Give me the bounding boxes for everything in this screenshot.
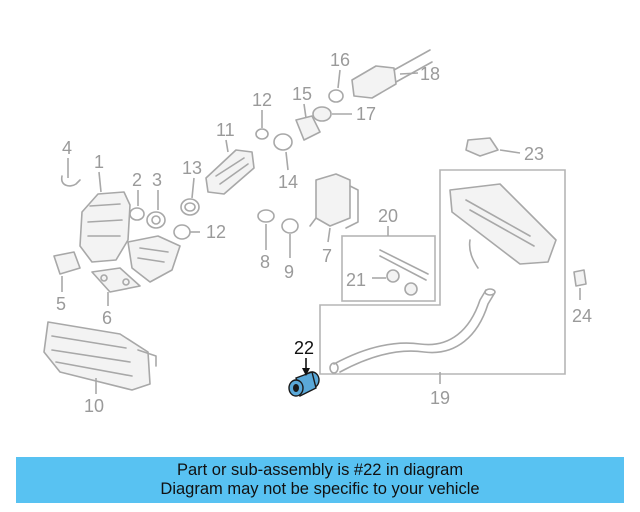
callout-5: 5 [56,294,66,314]
callout-11: 11 [216,120,235,140]
part-21-nut-b [404,282,418,296]
callout-9: 9 [284,262,294,282]
callout-13: 13 [182,158,202,178]
part-11-resonator [205,149,255,195]
group-box-19 [319,169,566,375]
callout-8: 8 [260,252,270,272]
callout-16: 16 [330,50,350,70]
part-1-converter [79,191,181,283]
callout-15: 15 [292,84,312,104]
callout-18: 18 [420,64,440,84]
part-12-ring-top [255,128,269,140]
exhaust-parts-diagram: 1 2 3 4 5 6 7 8 9 10 11 12 12 13 14 15 1… [43,49,592,416]
leader-lines [61,69,581,394]
banner-line-2: Diagram may not be specific to your vehi… [160,480,480,498]
part-6-gasket-plate [91,267,141,293]
callout-24: 24 [572,306,592,326]
callout-12-bottom: 12 [206,222,226,242]
callout-14: 14 [278,172,298,192]
callout-10: 10 [84,396,104,416]
part-8-ring [257,209,275,223]
part-13-ring [180,198,200,216]
part-24-mount [573,269,587,287]
callout-6: 6 [102,308,112,328]
part-5-bracket [53,251,81,275]
callout-2: 2 [132,170,142,190]
part-muffler [449,183,557,269]
callout-23: 23 [524,144,544,164]
banner-line-1: Part or sub-assembly is #22 in diagram [176,461,464,479]
part-info-banner: Part or sub-assembly is #22 in diagram D… [16,457,624,503]
callout-21: 21 [346,270,366,290]
part-17-ring [312,106,332,122]
callout-1: 1 [94,152,104,172]
part-16-gasket [328,89,344,103]
part-2-gasket [129,207,145,221]
callout-17: 17 [356,104,376,124]
part-12-ring-bottom [173,224,191,240]
part-19-tail-pipe [333,289,487,365]
callout-19: 19 [430,388,450,408]
callout-7: 7 [322,246,332,266]
part-7-housing [309,173,359,229]
part-3-ring [146,211,166,229]
part-4-clamp [60,175,81,187]
callout-4: 4 [62,138,72,158]
part-14-clamp [273,133,293,151]
group-box-20 [341,235,436,302]
part-20-bracket [379,249,429,281]
part-10-cooler [43,321,157,391]
part-21-nut-a [386,269,400,283]
callout-12-top: 12 [252,90,272,110]
part-23-hanger [465,137,499,157]
callout-3: 3 [152,170,162,190]
callout-22[interactable]: 22 [294,338,314,358]
part-22-connector[interactable] [288,371,320,398]
part-9-seal [281,218,299,234]
part-18-front-pipe [351,49,433,99]
callout-20: 20 [378,206,398,226]
